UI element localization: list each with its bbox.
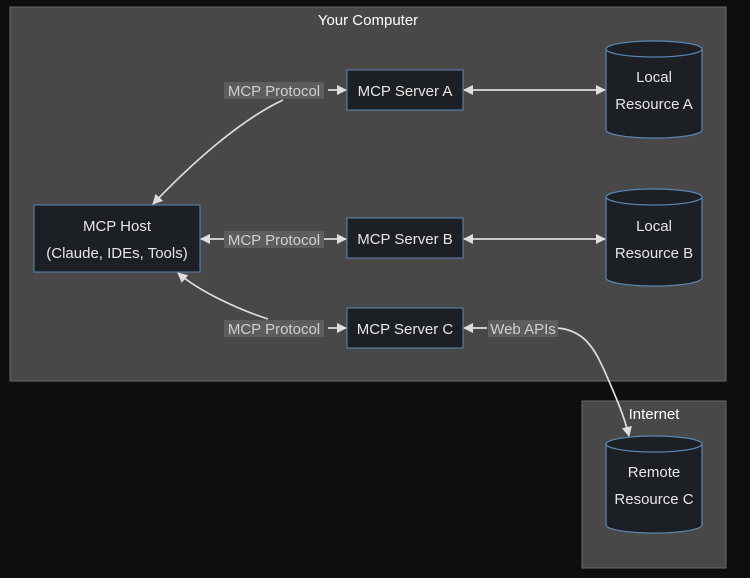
edge-server-c-resource-c-curve [556, 327, 632, 437]
node-server-b-label: MCP Server B [357, 231, 453, 248]
node-server-b[interactable]: MCP Server B [346, 217, 464, 259]
edge-label-host-c: MCP Protocol [224, 320, 324, 338]
edge-label-web-apis: Web APIs [488, 320, 558, 338]
node-remote-resource-c-line1: Remote [628, 464, 681, 481]
node-local-resource-b[interactable]: Local Resource B [605, 188, 703, 287]
node-local-resource-b-line2: Resource B [615, 245, 693, 262]
node-local-resource-a-line1: Local [636, 69, 672, 86]
edge-label-text: Web APIs [490, 321, 556, 338]
node-local-resource-a-line2: Resource A [615, 96, 693, 113]
edge-label-text: MCP Protocol [228, 83, 320, 100]
node-server-c[interactable]: MCP Server C [346, 307, 464, 349]
edge-label-text: MCP Protocol [228, 232, 320, 249]
node-local-resource-b-line1: Local [636, 218, 672, 235]
edge-host-server-a-curve [152, 99, 284, 205]
node-mcp-host[interactable]: MCP Host (Claude, IDEs, Tools) [33, 204, 201, 273]
edge-label-host-b: MCP Protocol [224, 231, 324, 249]
edge-label-host-a: MCP Protocol [224, 82, 324, 100]
cluster-internet-title: Internet [629, 406, 681, 423]
node-server-c-label: MCP Server C [357, 321, 454, 338]
node-remote-resource-c-line2: Resource C [614, 491, 693, 508]
cluster-your-computer-title: Your Computer [318, 12, 418, 29]
edge-host-server-c-curve [177, 272, 269, 320]
edge-label-text: MCP Protocol [228, 321, 320, 338]
node-remote-resource-c[interactable]: Remote Resource C [605, 435, 703, 534]
node-mcp-host-line2: (Claude, IDEs, Tools) [46, 245, 187, 262]
node-server-a[interactable]: MCP Server A [346, 69, 464, 111]
node-local-resource-a[interactable]: Local Resource A [605, 40, 703, 139]
node-server-a-label: MCP Server A [358, 83, 453, 100]
node-mcp-host-line1: MCP Host [83, 218, 152, 235]
